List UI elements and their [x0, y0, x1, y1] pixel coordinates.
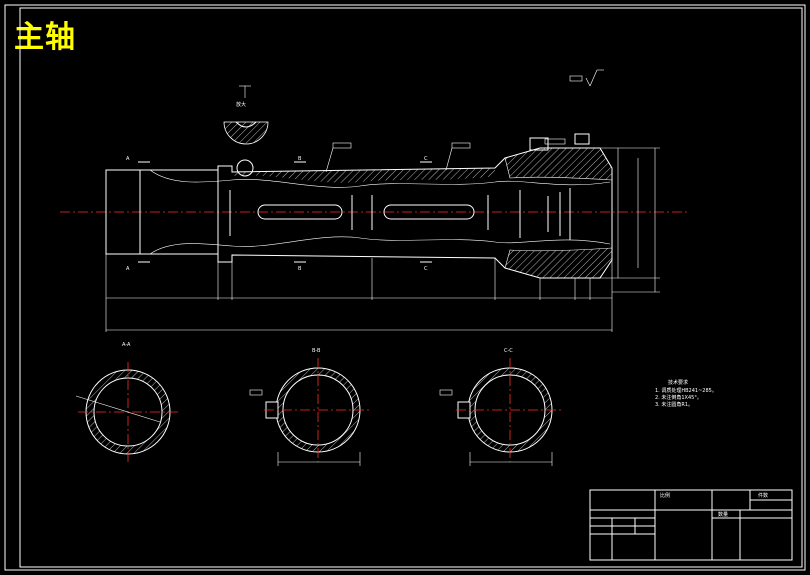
cut-label-c-top: C [424, 156, 428, 162]
outer-frame [4, 4, 806, 571]
surface-finish-symbol [569, 69, 604, 87]
shaft-main-view [60, 133, 688, 332]
notes-heading: 技术要求 [668, 379, 688, 386]
cut-label-a-top: A [126, 156, 130, 162]
section-c-c-label: C-C [504, 348, 513, 354]
notes-item-1: 1. 调质处理HB241~285。 [655, 387, 717, 394]
cut-label-b-top: B [298, 156, 302, 162]
section-b-b [249, 358, 372, 466]
title-block-scale: 比例 [660, 492, 670, 499]
title-block-count: 件数 [758, 492, 768, 499]
cut-label-a-bottom: A [126, 266, 130, 272]
title-block-qty: 数量 [718, 511, 728, 518]
section-a-a-label: A-A [122, 342, 131, 348]
technical-notes: 技术要求 1. 调质处理HB241~285。 2. 未注倒角1X45°。 3. … [655, 379, 717, 408]
title-block [589, 489, 793, 561]
detail-label: 放大 [236, 101, 246, 108]
inner-frame [19, 7, 803, 568]
detail-view [223, 85, 269, 145]
section-c-c [439, 358, 564, 466]
notes-item-3: 3. 未注圆角R1。 [655, 401, 693, 408]
drawing-title: 主轴 [14, 20, 76, 55]
section-a-a [75, 362, 178, 462]
section-b-b-label: B-B [312, 348, 321, 354]
cut-label-c-bottom: C [424, 266, 428, 272]
cut-label-b-bottom: B [298, 266, 302, 272]
notes-item-2: 2. 未注倒角1X45°。 [655, 394, 702, 401]
